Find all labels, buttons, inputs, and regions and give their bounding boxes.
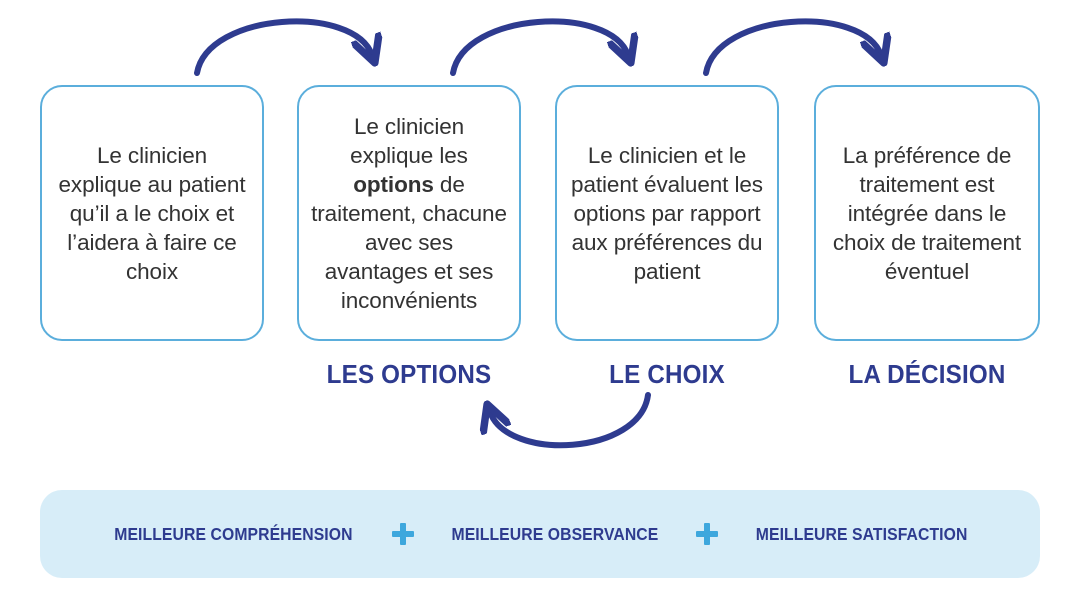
plus-icon xyxy=(695,523,718,545)
step-box-3: Le clinicien et le patient évaluent les … xyxy=(555,85,779,341)
step-1-text: Le clinicien explique au patient qu’il a… xyxy=(54,141,250,286)
benefit-item-observance: MEILLEURE OBSERVANCE xyxy=(451,523,659,544)
benefit-item-comprehension: MEILLEURE COMPRÉHENSION xyxy=(114,523,353,544)
arrow-step3-back-to-step2 xyxy=(490,392,651,449)
step-4-text: La préférence de traitement est intégrée… xyxy=(828,141,1026,286)
arrow-step3-to-step4 xyxy=(703,18,881,76)
stage-label-options: LES OPTIONS xyxy=(326,359,492,389)
step-2-text: Le clinicien explique les options de tra… xyxy=(311,112,507,315)
arrow-step1-to-step2 xyxy=(194,18,372,76)
step-3-text: Le clinicien et le patient évaluent les … xyxy=(569,141,765,286)
step-4-text-plain: La préférence de traitement est intégrée… xyxy=(832,142,1022,284)
stage-label-choix: LE CHOIX xyxy=(609,359,725,389)
step-3-text-plain: Le clinicien et le patient évaluent les … xyxy=(571,142,763,284)
stage-label-decision: LA DÉCISION xyxy=(848,359,1006,389)
step-1-text-plain: Le clinicien explique au patient qu’il a… xyxy=(58,142,246,284)
step-box-2: Le clinicien explique les options de tra… xyxy=(297,85,521,341)
arrow-step2-to-step3 xyxy=(450,18,628,76)
step-2-text-before: Le clinicien explique les xyxy=(350,113,468,168)
benefits-banner: MEILLEURE COMPRÉHENSION MEILLEURE OBSERV… xyxy=(40,490,1040,578)
step-box-1: Le clinicien explique au patient qu’il a… xyxy=(40,85,264,341)
benefit-item-satisfaction: MEILLEURE SATISFACTION xyxy=(755,523,968,544)
step-2-highlight: options xyxy=(353,171,434,197)
step-box-4: La préférence de traitement est intégrée… xyxy=(814,85,1040,341)
plus-icon xyxy=(391,523,414,545)
step-2-text-after: de traitement, chacune avec ses avantage… xyxy=(311,171,507,313)
